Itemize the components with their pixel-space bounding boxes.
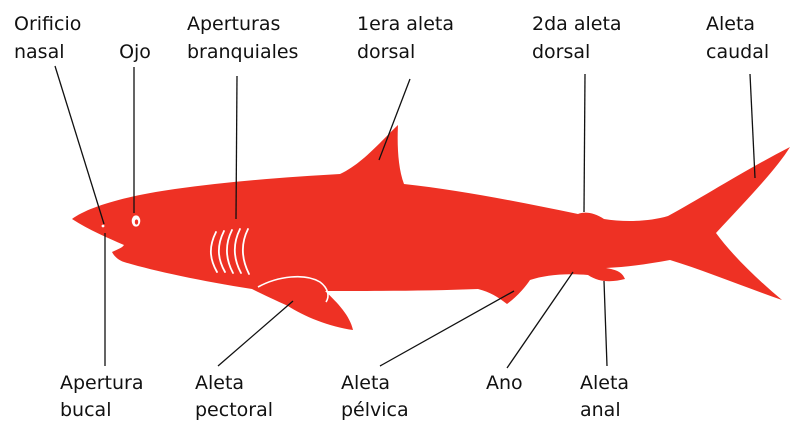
leader-aleta-pectoral <box>218 301 293 366</box>
label-primera-aleta-dorsal: 1era aleta dorsal <box>357 13 460 63</box>
label-ano: Ano <box>486 372 523 394</box>
label-ojo: Ojo <box>119 41 151 63</box>
pupil <box>135 219 138 224</box>
label-aperturas-branquiales: Aperturas branquiales <box>187 13 298 63</box>
leader-segunda-aleta-dorsal <box>584 74 585 212</box>
label-segunda-aleta-dorsal: 2da aleta dorsal <box>532 13 628 63</box>
label-aleta-anal: Aleta anal <box>580 372 635 421</box>
leader-aleta-pelvica <box>380 291 514 366</box>
label-orificio-nasal: Orificio nasal <box>14 13 87 63</box>
label-apertura-bucal: Apertura bucal <box>60 372 150 421</box>
label-aleta-pectoral: Aleta pectoral <box>195 372 273 421</box>
label-aleta-caudal: Aleta caudal <box>706 13 769 63</box>
label-aleta-pelvica: Aleta pélvica <box>341 372 409 421</box>
leader-aleta-caudal <box>750 74 755 178</box>
leader-orificio-nasal <box>55 66 104 224</box>
shark-illustration <box>72 125 790 330</box>
nostril <box>102 225 105 228</box>
leader-aleta-anal <box>604 281 607 366</box>
shark-body <box>72 125 790 330</box>
